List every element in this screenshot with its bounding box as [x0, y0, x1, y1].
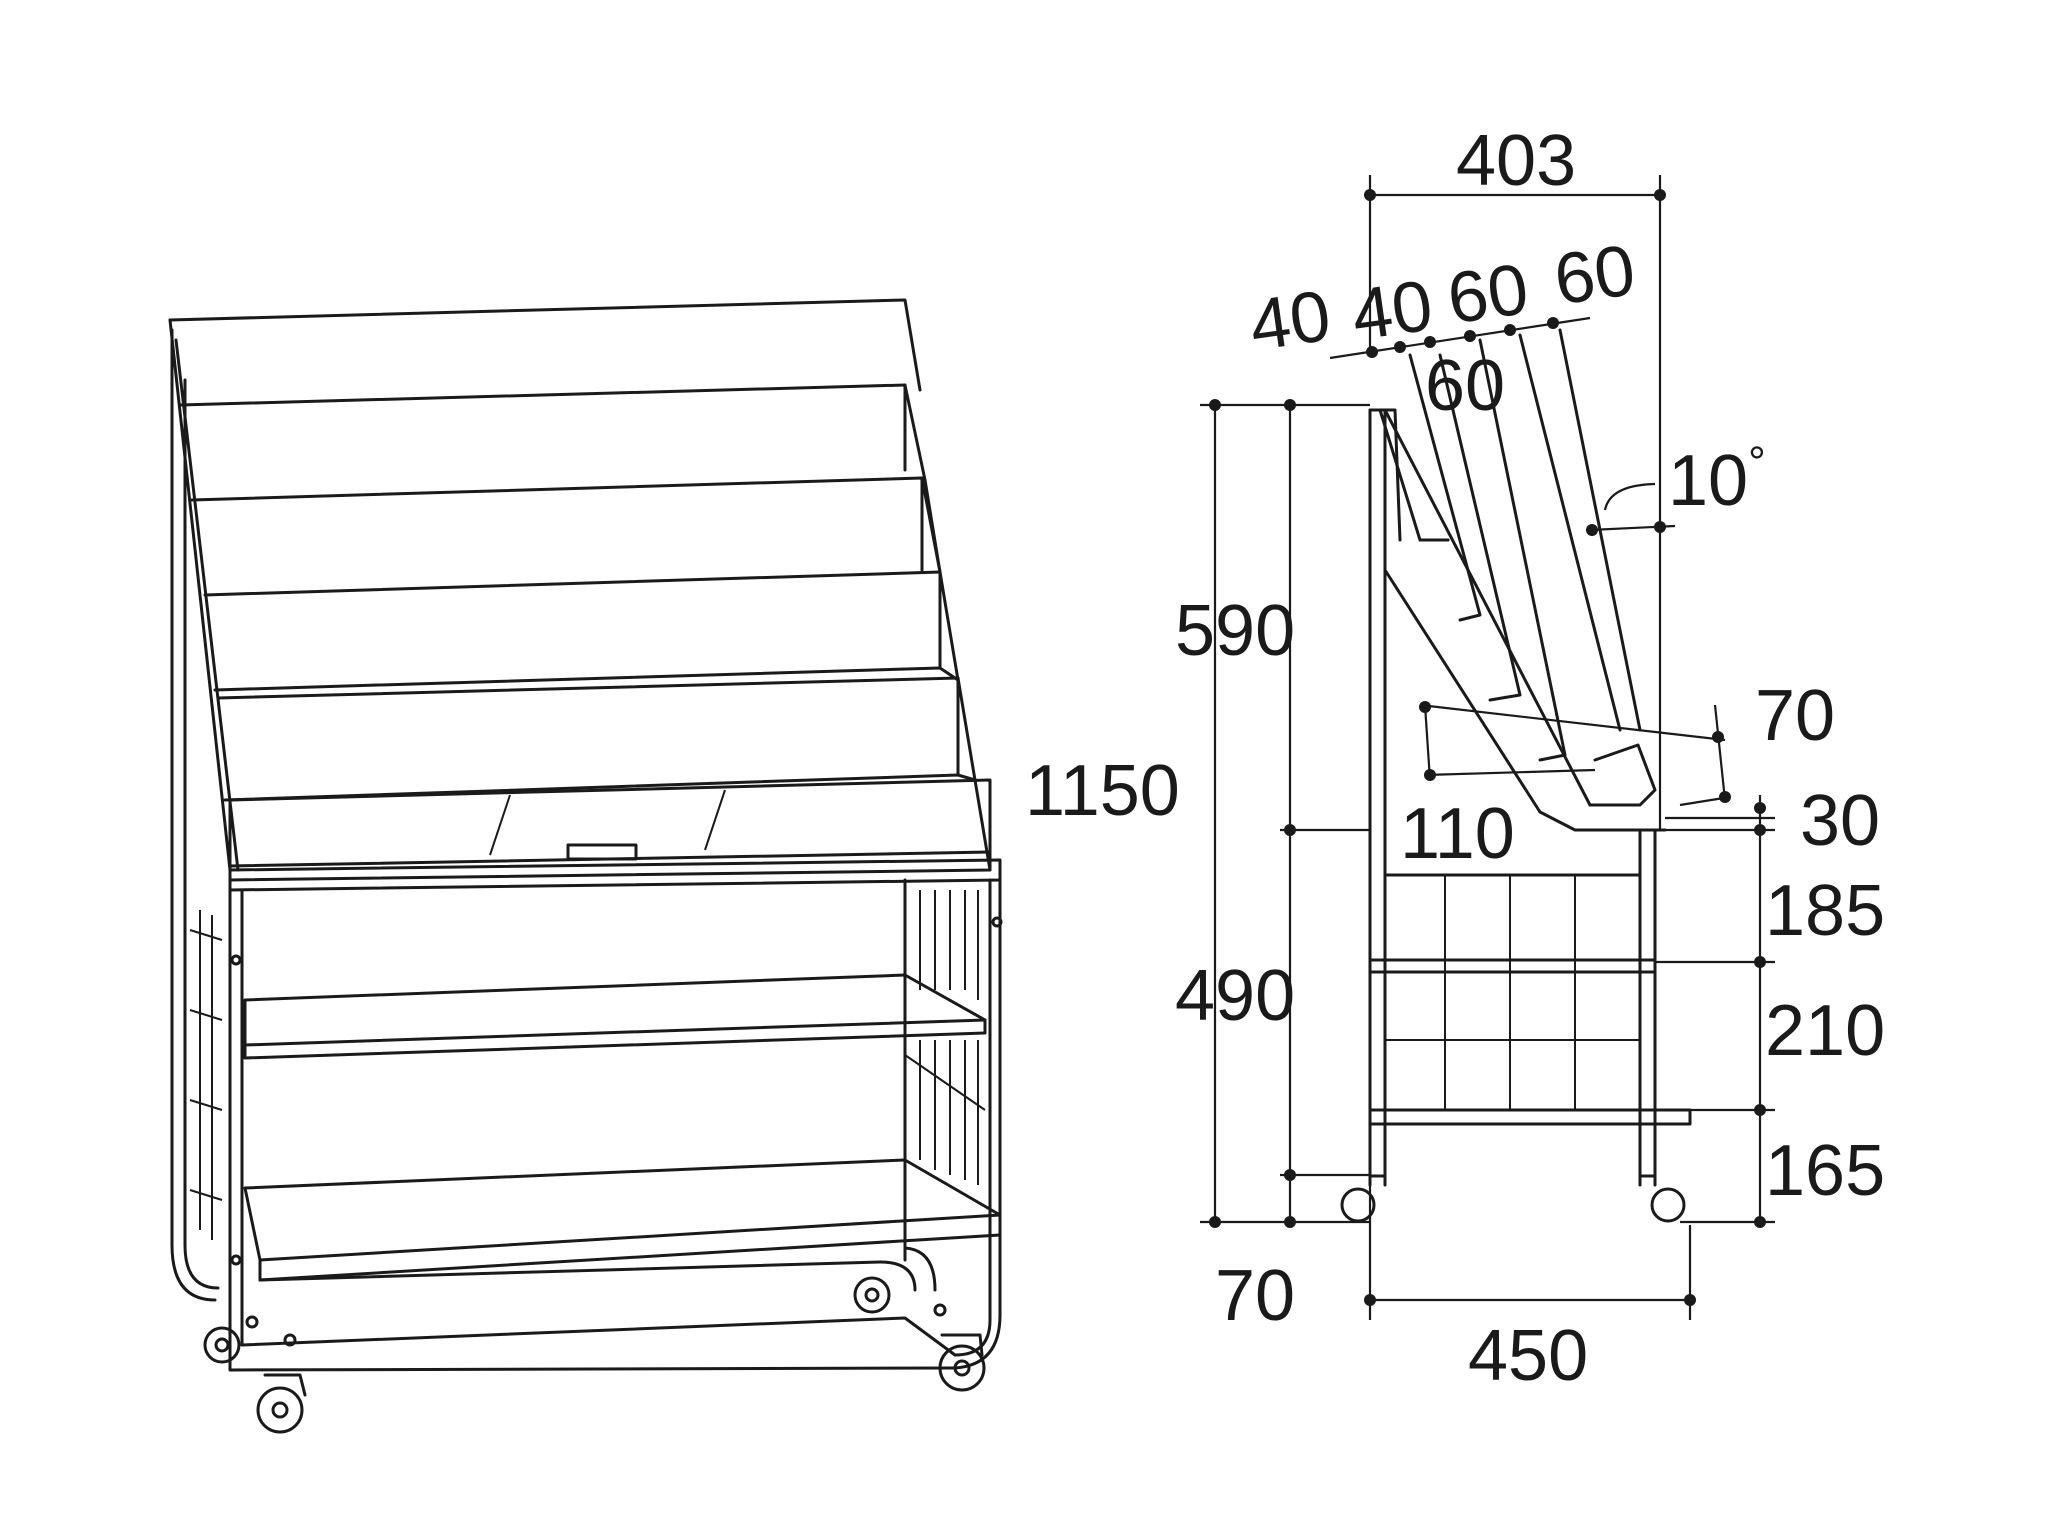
base-frame: [228, 1246, 957, 1372]
middle-shelf: [243, 973, 987, 1047]
cart-perspective-view: [168, 298, 1003, 1434]
dimension-labels: 403 40 40 60 60 60 10° 590 1150 490 70 7…: [1025, 121, 1885, 1396]
side-slanted-shelves: [1378, 328, 1667, 832]
bottom-shelf: [243, 1158, 1002, 1262]
dim-upper-height: 590: [1175, 591, 1295, 671]
dim-base-height: 70: [1215, 1256, 1295, 1336]
handle: [566, 843, 638, 861]
caster-back-left: [203, 1326, 241, 1364]
side-casters: [1340, 1122, 1686, 1223]
dim-lip-depth: 70: [1755, 676, 1835, 756]
dim-total-height: 1150: [1025, 751, 1180, 831]
caster-front-right: [938, 1344, 986, 1392]
stepped-shelves: [178, 383, 992, 872]
dim-angle: 10°: [1668, 438, 1766, 521]
dim-top-width: 403: [1456, 121, 1576, 201]
back-board: [168, 298, 922, 392]
left-slant-edge: [168, 318, 232, 872]
cart-side-view: [1340, 328, 1692, 1223]
side-caster-right: [1650, 1187, 1686, 1223]
dim-bottom-depth: 450: [1468, 1316, 1588, 1396]
dim-pitch-3: 60: [1443, 249, 1533, 339]
dim-pitch-2: 40: [1347, 266, 1437, 356]
dimension-lines: [1200, 175, 1775, 1320]
dim-shelf-gap-3: 165: [1765, 1131, 1885, 1211]
dim-pitch-5: 60: [1425, 346, 1505, 426]
front-tray: [228, 778, 992, 882]
caster-wheels: [203, 1276, 986, 1434]
dim-lower-height: 490: [1175, 956, 1295, 1036]
dim-shelf-gap-1: 185: [1765, 871, 1885, 951]
side-mesh-grid: [1368, 873, 1692, 1126]
caster-back-right: [853, 1276, 891, 1314]
dim-pitch-4: 60: [1549, 230, 1639, 320]
dim-shelf-gap-2: 210: [1765, 991, 1885, 1071]
dim-lip-height: 30: [1800, 781, 1880, 861]
dim-tray-depth: 110: [1400, 794, 1515, 874]
caster-front-left: [256, 1386, 304, 1434]
right-frame: [903, 878, 1003, 1370]
left-frame: [170, 328, 244, 1357]
dim-pitch-1: 40: [1245, 276, 1335, 366]
